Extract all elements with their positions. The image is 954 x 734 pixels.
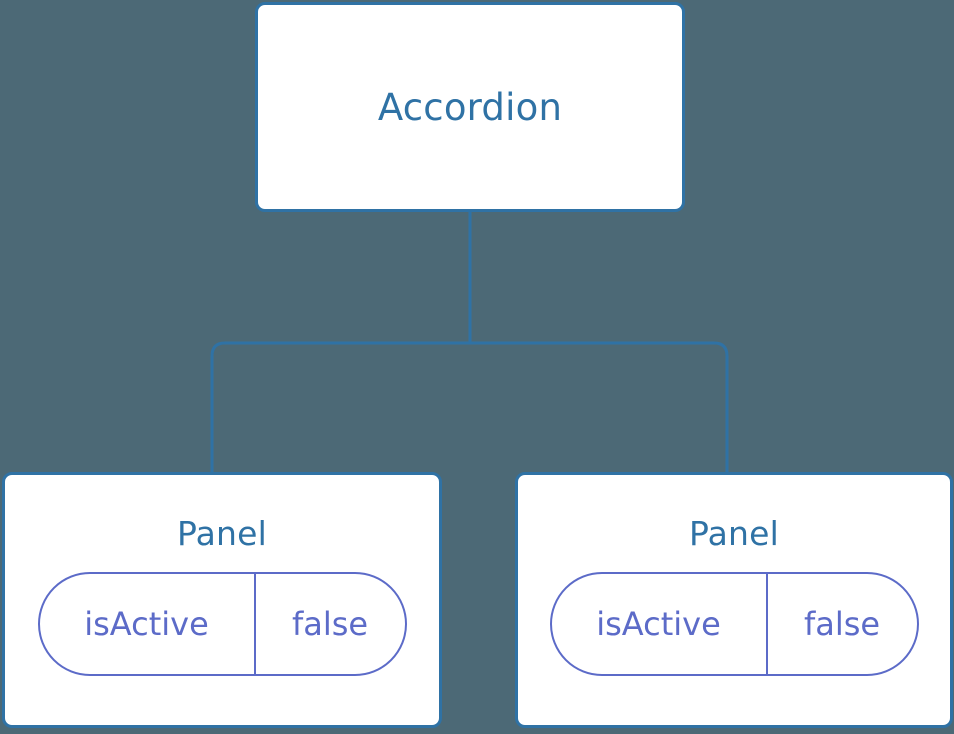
pill-divider [765,574,768,674]
node-panel-1-state-pill[interactable]: isActive false [37,572,407,676]
node-panel-2-state-value: false [803,605,881,643]
node-accordion[interactable]: Accordion [255,2,685,212]
pill-divider [253,574,256,674]
node-panel-2[interactable]: Panel isActive false [515,472,953,728]
node-panel-2-title: Panel [688,514,780,553]
node-panel-1-state-key: isActive [84,605,209,643]
node-panel-1-state-value: false [291,605,369,643]
node-panel-2-state-key: isActive [596,605,721,643]
node-panel-1-title: Panel [176,514,268,553]
node-panel-2-state-pill[interactable]: isActive false [549,572,919,676]
node-accordion-title: Accordion [377,85,563,129]
edge-split-bar [210,341,729,476]
node-panel-1[interactable]: Panel isActive false [2,472,442,728]
